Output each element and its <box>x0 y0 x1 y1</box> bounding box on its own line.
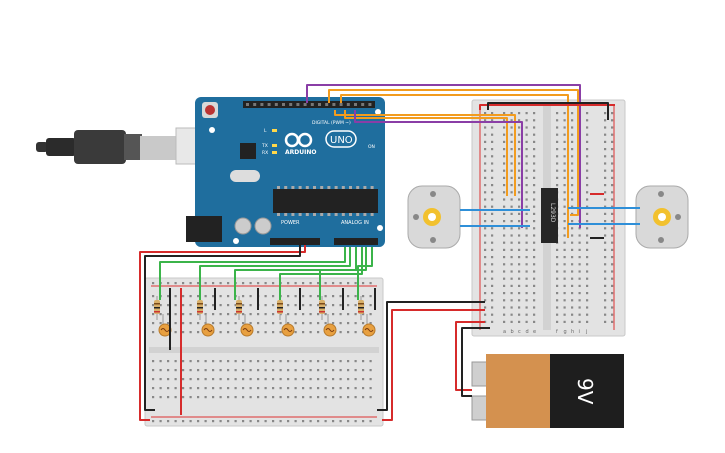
dc-motor-right[interactable] <box>635 185 689 249</box>
breadboard-col-label: c <box>518 329 521 335</box>
wire-orange-1 <box>328 89 579 216</box>
wire-purple-2 <box>354 110 523 228</box>
ldr-sensor[interactable] <box>358 296 376 337</box>
led-rx <box>272 151 277 154</box>
arduino-logo <box>284 132 313 148</box>
ldr-sensor[interactable] <box>319 296 337 337</box>
wire-black-top <box>487 102 609 120</box>
breadboard-col-label: a <box>503 329 506 335</box>
uno-badge: UNO <box>325 130 357 148</box>
dc-motor-left[interactable] <box>407 185 461 249</box>
wire-purple-1 <box>306 84 581 228</box>
tx-label: TX <box>261 143 268 149</box>
power-header[interactable] <box>270 238 320 245</box>
wire-black-battery <box>461 327 490 397</box>
wire-orange-2 <box>340 94 569 238</box>
atmega-chip <box>273 189 378 213</box>
wire-green-2 <box>199 247 351 300</box>
l-label: L <box>264 128 267 134</box>
digital-header[interactable] <box>243 101 375 108</box>
capacitor-2 <box>254 217 272 235</box>
wire-red-bridge <box>382 309 485 421</box>
wire-red-top <box>479 104 615 110</box>
crystal <box>230 170 260 182</box>
digital-label: DIGITAL (PWM ~) <box>312 120 351 126</box>
breadboard-sensors[interactable] <box>144 277 384 427</box>
arduino-uno-board[interactable]: ARDUINO UNO DIGITAL (PWM ~) ON L TX RX P… <box>186 97 385 247</box>
breadboard-col-label: f <box>556 329 558 335</box>
wire-green-5 <box>319 247 367 300</box>
analog-label: ANALOG IN <box>341 220 369 226</box>
breadboard-col-label: h <box>571 329 574 335</box>
wire-red-battery <box>455 321 485 391</box>
ldr-sensor[interactable] <box>197 296 215 337</box>
wire-orange-3 <box>334 110 516 196</box>
ldr-sensor[interactable] <box>154 296 172 337</box>
wires[interactable] <box>139 84 640 421</box>
capacitor-1 <box>234 217 252 235</box>
led-l <box>272 129 277 132</box>
breadboard-col-label: d <box>526 329 529 335</box>
wire-black-left <box>144 245 301 411</box>
wire-black-bridge <box>377 301 485 411</box>
wire-green-6 <box>357 247 373 300</box>
breadboard-col-label: e <box>533 329 536 335</box>
breadboard-col-label: i <box>579 329 580 335</box>
wire-green-3 <box>234 247 357 300</box>
ldr-sensor-array[interactable] <box>154 296 376 337</box>
battery-label: 9V <box>573 378 597 405</box>
breadboard-col-label: j <box>585 329 587 335</box>
usb-chip <box>240 143 256 159</box>
usb-cable[interactable] <box>36 127 223 165</box>
ldr-sensor[interactable] <box>236 296 254 337</box>
brand-label: ARDUINO <box>285 149 316 156</box>
led-tx <box>272 144 277 147</box>
wire-red-left <box>139 245 306 421</box>
battery-9v[interactable]: 9V <box>471 354 624 428</box>
ldr-sensor[interactable] <box>277 296 295 337</box>
power-label: POWER <box>281 220 300 226</box>
on-label: ON <box>368 144 375 150</box>
l293d-chip[interactable]: L293D <box>541 188 558 243</box>
analog-header[interactable] <box>334 238 378 245</box>
svg-text:UNO: UNO <box>330 135 353 146</box>
breadboard-col-label: b <box>511 329 514 335</box>
chip-label: L293D <box>549 203 556 223</box>
wire-green-1 <box>159 247 346 300</box>
wire-orange-4 <box>344 110 508 196</box>
power-jack[interactable] <box>186 216 222 242</box>
rx-label: RX <box>262 150 268 156</box>
breadboard-col-label: g <box>564 329 567 335</box>
